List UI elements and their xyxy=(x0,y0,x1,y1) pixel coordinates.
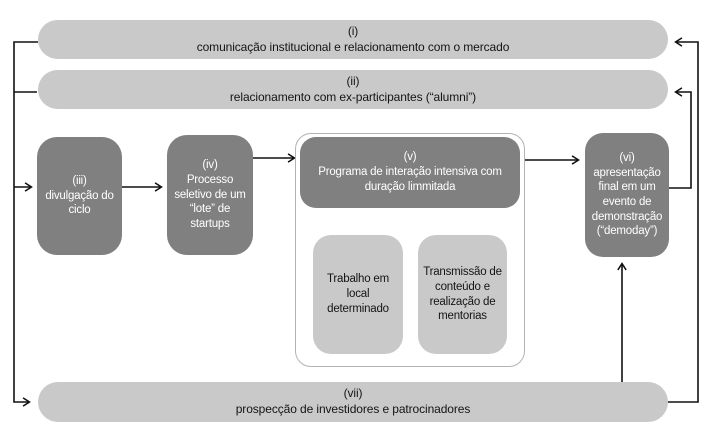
bar-vii-number: (vii) xyxy=(343,386,363,401)
flow-bar-vii-prospeccao: (vii) prospecção de investidores e patro… xyxy=(38,382,668,422)
flow-bar-i-comunicacao: (i) comunicação institucional e relacion… xyxy=(38,20,668,59)
arrow-vi-to-bar-ii xyxy=(669,87,692,189)
bar-i-label: comunicação institucional e relacionamen… xyxy=(196,39,510,54)
node-iii-divulgacao: (iii) divulgação do ciclo xyxy=(37,137,122,255)
arrow-vii-to-bar-i xyxy=(668,37,699,403)
node-iii-label: divulgação do ciclo xyxy=(45,189,114,217)
node-trabalho-label: Trabalho em local determinado xyxy=(327,273,389,315)
node-vi-number: (vi) xyxy=(619,151,635,164)
node-v-programa-interacao: (v) Programa de interação intensiva com … xyxy=(300,137,520,208)
node-vi-label: apresentação final em um evento de demon… xyxy=(591,166,663,238)
node-iii-number: (iii) xyxy=(72,174,87,187)
bar-i-number: (i) xyxy=(347,23,359,38)
node-iv-processo-seletivo: (iv) Processo seletivo de um “lote” de s… xyxy=(167,135,253,255)
node-trabalho-local: Trabalho em local determinado xyxy=(313,235,403,354)
node-iv-number: (iv) xyxy=(202,159,218,172)
flow-bar-ii-alumni: (ii) relacionamento com ex-participantes… xyxy=(38,70,668,109)
bar-ii-label: relacionamento com ex-participantes (“al… xyxy=(229,89,477,104)
node-iv-label: Processo seletivo de um “lote” de startu… xyxy=(174,173,246,231)
node-v-number: (v) xyxy=(403,151,417,164)
arrow-left-spine-to-vii xyxy=(13,41,38,407)
bar-vii-label: prospecção de investidores e patrocinado… xyxy=(235,402,471,416)
node-transmissao-conteudo: Transmissão de conteúdo e realização de … xyxy=(418,235,507,354)
node-v-label: Programa de interação intensiva com dura… xyxy=(318,166,502,193)
bar-ii-number: (ii) xyxy=(346,73,360,88)
node-transmissao-label: Transmissão de conteúdo e realização de … xyxy=(423,265,502,323)
node-vi-demoday: (vi) apresentação final em um evento de … xyxy=(585,133,669,257)
